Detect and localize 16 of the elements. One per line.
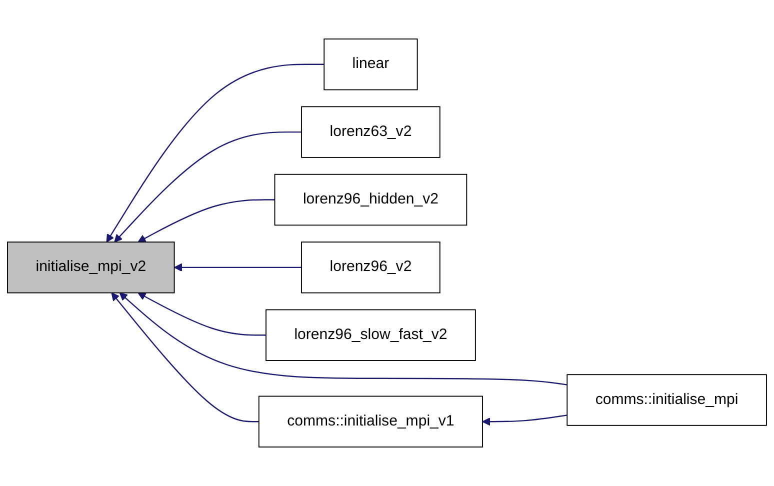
arrow (111, 292, 259, 422)
node-box (324, 38, 418, 90)
node-box (266, 309, 476, 361)
node-box (258, 396, 483, 448)
node-box (7, 242, 175, 294)
arrow (482, 414, 568, 426)
arrow (119, 292, 568, 386)
arrow (114, 131, 302, 242)
node-box (566, 374, 767, 426)
arrow (138, 199, 275, 242)
node-box (301, 106, 440, 158)
arrow (138, 292, 266, 336)
node-box (301, 242, 440, 294)
arrow (106, 64, 324, 242)
node-box (274, 174, 468, 226)
arrow (174, 263, 302, 272)
